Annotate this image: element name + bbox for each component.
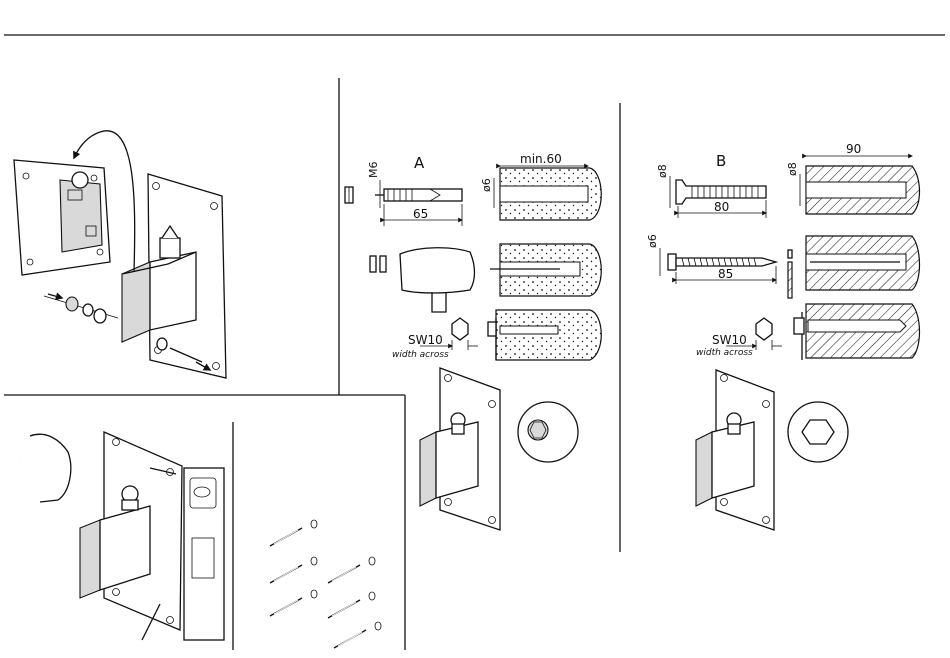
- wrench-install-a: SW10 width across: [392, 310, 601, 360]
- drill-holes-illustration: [270, 520, 381, 648]
- concrete-drill-a: ø6 min.60: [480, 152, 601, 220]
- screw-diameter-b: ø6: [646, 234, 659, 248]
- step-disassembly-illustration: [14, 131, 226, 378]
- bolt-length-a: 65: [413, 207, 428, 221]
- section-b: B ø8 80 ø8 90 ø6: [646, 142, 920, 530]
- bolt-length-b: 80: [714, 200, 729, 214]
- wrench-install-b: SW10 width across: [696, 304, 920, 360]
- drill-depth-b: 90: [846, 142, 861, 156]
- wrench-caption-b: width across: [696, 348, 753, 358]
- screw-length-b: 85: [718, 267, 733, 281]
- drill-depth-a: min.60: [520, 152, 562, 166]
- bolt-b: ø8 80: [656, 164, 766, 218]
- wrench-size-b: SW10: [712, 333, 747, 347]
- anchor-bolt-a: M6 65: [345, 162, 462, 227]
- hammer-insert-a: [370, 244, 601, 312]
- bolt-thread-label: M6: [367, 162, 380, 179]
- drill-diameter-b: ø8: [786, 162, 799, 176]
- section-b-label: B: [716, 152, 726, 170]
- wrench-caption-a: width across: [392, 350, 449, 360]
- bolt-diameter-b: ø8: [656, 164, 669, 178]
- mounted-bracket-b: [696, 370, 848, 530]
- wrench-size-a: SW10: [408, 333, 443, 347]
- mounted-bracket-a: [420, 368, 578, 530]
- drill-diameter-a: ø6: [480, 178, 493, 192]
- screw-b: ø6 85: [646, 234, 920, 298]
- section-a: A M6 65 ø6 min.60: [345, 152, 601, 530]
- step-marking-illustration: [20, 432, 224, 640]
- section-a-label: A: [414, 154, 425, 172]
- wall-drill-b: ø8 90: [786, 142, 920, 214]
